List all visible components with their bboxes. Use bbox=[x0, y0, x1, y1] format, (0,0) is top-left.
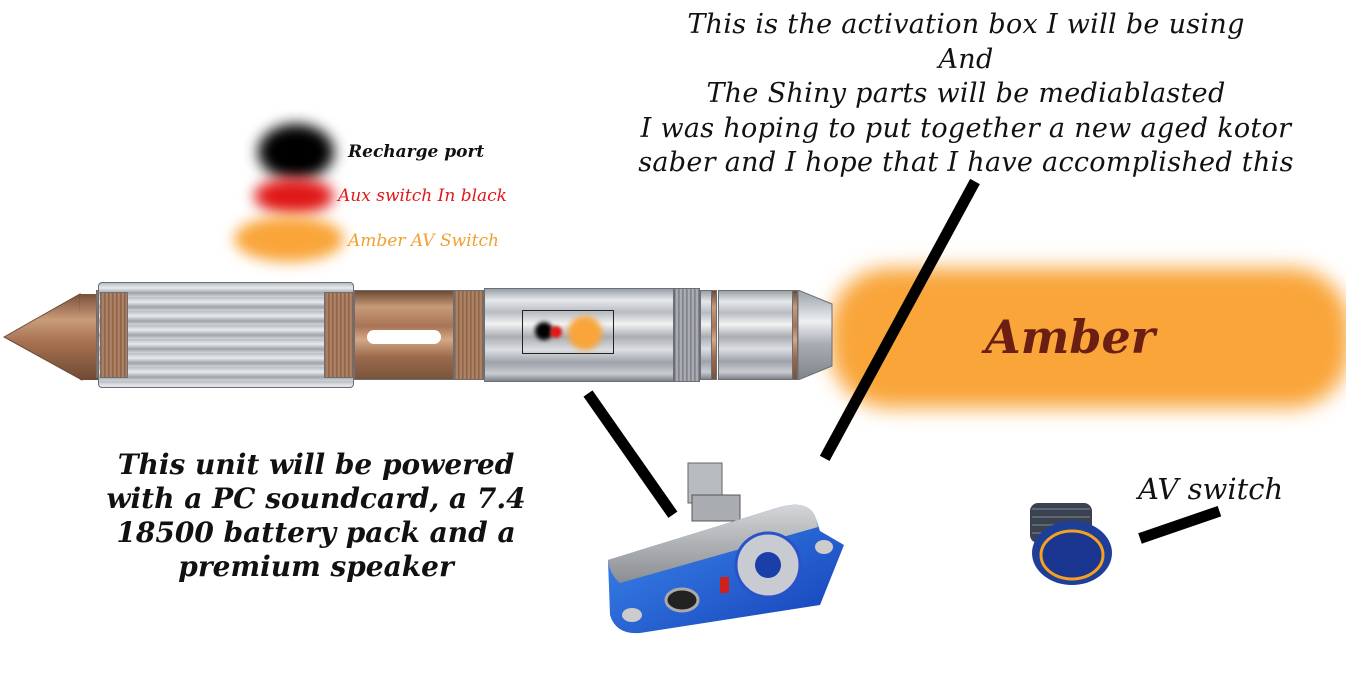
grip-thread-right bbox=[324, 292, 354, 378]
caption-line: This unit will be powered bbox=[117, 448, 515, 481]
caption-line: I was hoping to put together a new aged … bbox=[640, 112, 1292, 144]
grip-section bbox=[98, 282, 354, 388]
caption-line: And bbox=[938, 43, 994, 75]
activation-box-image bbox=[608, 462, 844, 634]
caption-line: The Shiny parts will be mediablasted bbox=[706, 78, 1226, 109]
emitter-ring-1 bbox=[711, 290, 717, 380]
aux-switch-marker bbox=[550, 326, 562, 338]
pommel-cone bbox=[2, 293, 98, 381]
sleeve-thread bbox=[454, 290, 484, 380]
activation-box-caption: This is the activation box I will be usi… bbox=[596, 8, 1336, 181]
power-caption: This unit will be powered with a PC soun… bbox=[96, 448, 536, 584]
caption-line: premium speaker bbox=[178, 550, 454, 583]
grip-thread-left bbox=[100, 292, 128, 378]
legend-label-aux-switch: Aux switch In black bbox=[338, 186, 507, 206]
recharge-port-swatch bbox=[258, 124, 334, 180]
pointer-line-av-switch bbox=[1138, 505, 1222, 544]
emitter-thread bbox=[674, 288, 700, 382]
legend-label-recharge-port: Recharge port bbox=[348, 142, 485, 162]
emitter-tip bbox=[798, 290, 833, 380]
caption-line: 18500 battery pack and a bbox=[116, 516, 516, 549]
sleeve-slot bbox=[367, 330, 441, 344]
caption-line: saber and I hope that I have accomplishe… bbox=[638, 147, 1294, 178]
amber-av-switch-swatch bbox=[234, 216, 344, 262]
av-switch-label: AV switch bbox=[1138, 472, 1284, 506]
legend-label-amber-av-switch: Amber AV Switch bbox=[348, 231, 499, 251]
av-switch-image bbox=[1030, 503, 1112, 585]
caption-line: This is the activation box I will be usi… bbox=[687, 9, 1245, 40]
caption-line: with a PC soundcard, a 7.4 bbox=[106, 482, 526, 515]
saber-hilt bbox=[0, 282, 840, 388]
aux-switch-swatch bbox=[254, 178, 334, 214]
switch-box-outline bbox=[522, 310, 614, 354]
blade-color-label: Amber bbox=[985, 310, 1156, 364]
av-switch-marker bbox=[568, 316, 602, 350]
recharge-port-marker bbox=[535, 322, 553, 340]
emitter-body bbox=[718, 290, 794, 380]
